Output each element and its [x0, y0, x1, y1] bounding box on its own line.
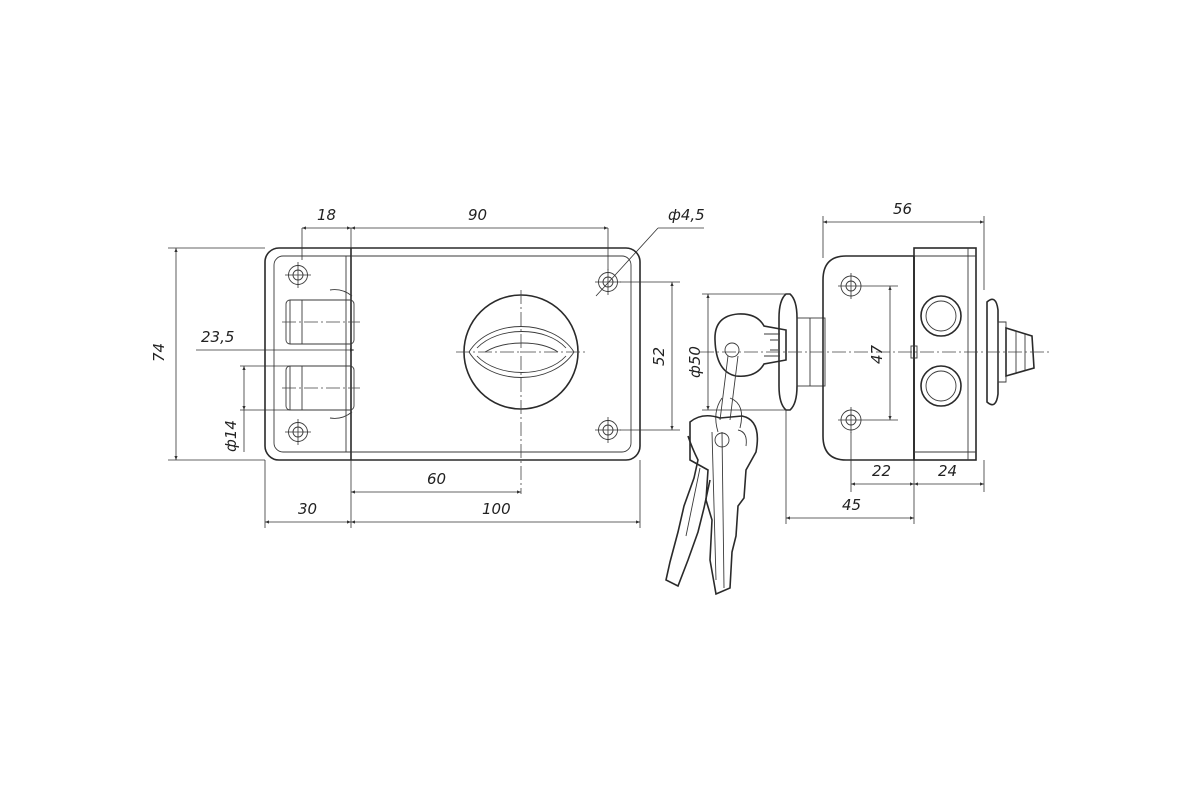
dim-label-24: 24 — [938, 462, 957, 480]
thumb-turn-side — [986, 298, 1035, 406]
bolt-end-lower — [920, 365, 962, 407]
dim-label-90: 90 — [468, 206, 487, 224]
dim-label-74: 74 — [150, 343, 168, 362]
screw-hole-top-right — [595, 269, 621, 295]
side-body-plate — [822, 255, 915, 461]
bolt-lower — [282, 365, 360, 411]
dim-label-52: 52 — [650, 347, 668, 366]
bolt-end-upper — [920, 295, 962, 337]
dim-label-45: 45 — [842, 496, 861, 514]
dim-label-30: 30 — [298, 500, 317, 518]
side-dimensions — [702, 216, 985, 524]
front-dimensions — [168, 226, 704, 528]
dim-label-18: 18 — [317, 206, 336, 224]
keys-icon — [665, 313, 787, 596]
screw-hole-bottom-right — [595, 417, 621, 443]
lock-body-inner-outline — [273, 255, 632, 453]
dim-label-47: 47 — [868, 344, 886, 364]
side-screw-hole-top — [838, 273, 864, 299]
dim-label-23-5: 23,5 — [201, 328, 234, 346]
bolt-housing — [913, 247, 977, 461]
screw-hole-top-left — [285, 262, 311, 288]
dim-label-hole-diameter: ф4,5 — [668, 206, 705, 224]
dim-label-60: 60 — [427, 470, 446, 488]
side-view: 56 ф50 47 22 24 45 — [665, 200, 1050, 596]
dim-label-56: 56 — [893, 200, 912, 218]
thumb-turn-knob — [456, 290, 586, 494]
lock-body-outline — [264, 247, 641, 461]
dim-label-22: 22 — [872, 462, 891, 480]
front-view: 18 90 ф4,5 74 23,5 ф14 52 60 30 100 — [150, 206, 705, 528]
bolt-upper — [282, 299, 360, 345]
dim-label-100: 100 — [482, 500, 511, 518]
screw-hole-bottom-left — [285, 419, 311, 445]
side-screw-hole-bottom — [838, 407, 864, 433]
dim-label-rosette-diameter: ф50 — [686, 346, 704, 378]
dim-label-bolt-diameter: ф14 — [222, 420, 240, 452]
